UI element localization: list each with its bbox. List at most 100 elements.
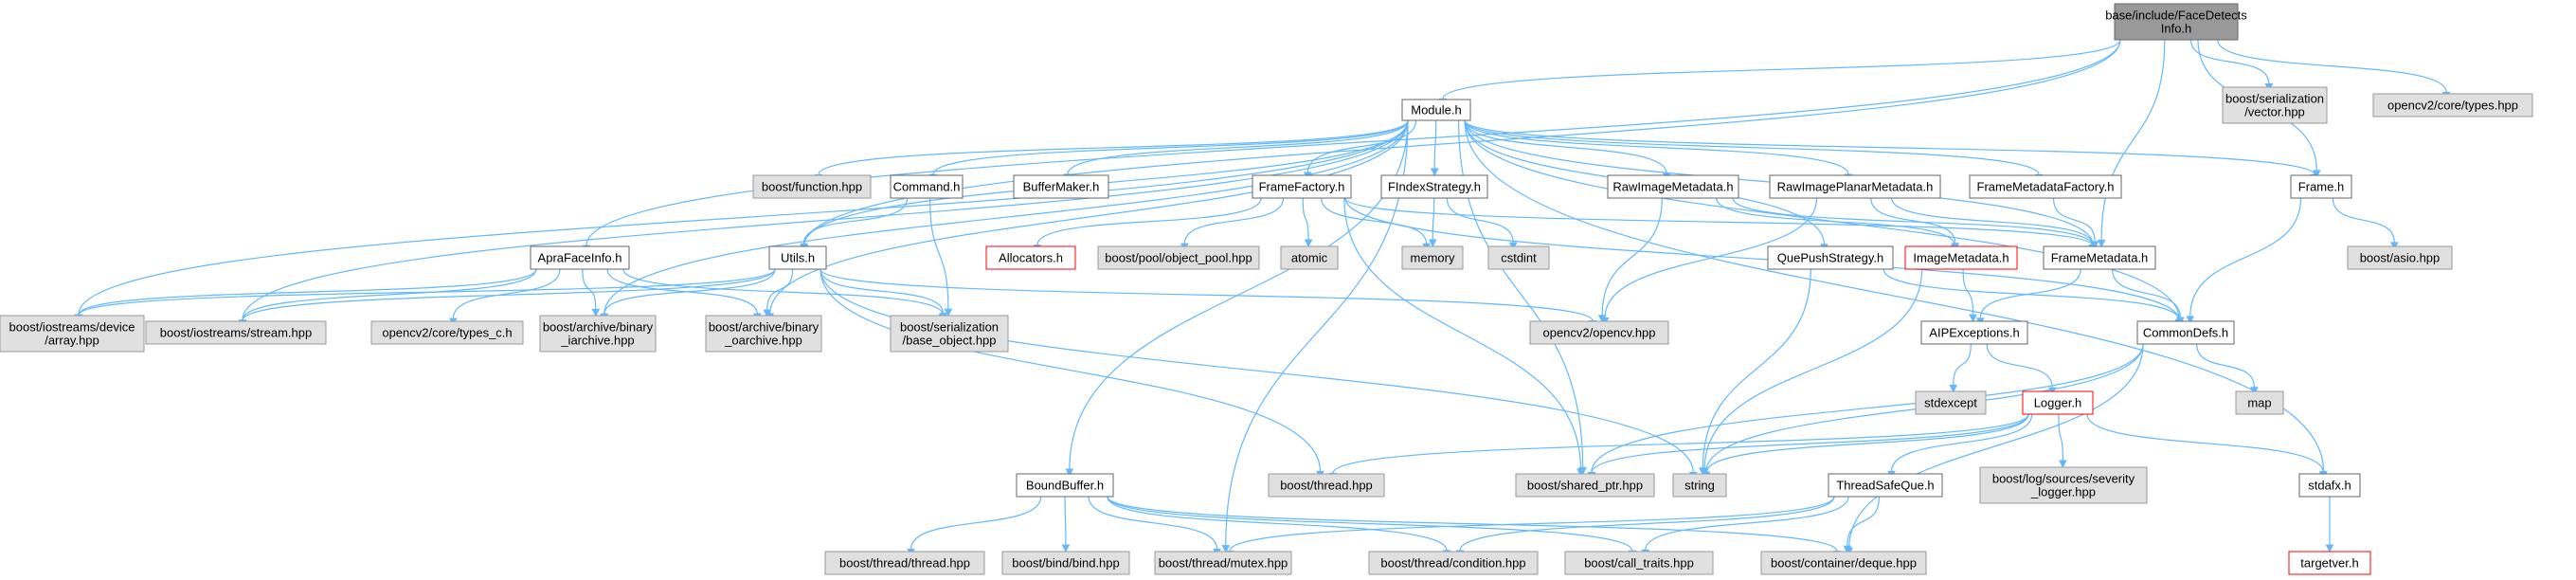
edge-arrowhead — [1221, 545, 1231, 553]
node-boost-mutex: boost/thread/mutex.hpp — [1154, 551, 1292, 575]
edge-arrowhead — [2175, 317, 2185, 326]
edge-frame-to-boost-asio — [2332, 197, 2399, 251]
node-boost-deque: boost/container/deque.hpp — [1760, 551, 1927, 575]
node-box — [2022, 390, 2094, 415]
edge-line — [1036, 197, 1262, 245]
edge-line — [1464, 119, 2315, 175]
node-module[interactable]: Module.h — [1401, 99, 1471, 121]
edge-module-to-boost-shared-ptr — [1457, 119, 1587, 476]
node-command[interactable]: Command.h — [890, 174, 964, 199]
edge-boundbuffer-to-boost-thread-thread — [907, 496, 1042, 557]
node-label: RawImageMetadata.h — [1612, 180, 1733, 194]
node-label: memory — [1411, 251, 1455, 265]
node-label: boost/iostreams/stream.hpp — [160, 326, 312, 340]
node-label: /array.hpp — [45, 334, 99, 348]
edge-line — [1069, 119, 1409, 469]
edge-arrowhead — [2250, 387, 2259, 395]
edge-line — [1703, 268, 1923, 470]
node-framemetadatafactory[interactable]: FrameMetadataFactory.h — [1969, 174, 2122, 199]
node-rawimageplanar[interactable]: RawImagePlanarMetadata.h — [1769, 174, 1941, 199]
edge-line — [2196, 343, 2256, 388]
node-frame[interactable]: Frame.h — [2290, 174, 2352, 199]
node-aipexceptions[interactable]: AIPExceptions.h — [1920, 320, 2028, 345]
edge-utils-to-boost-thread — [820, 268, 1324, 480]
edge-line — [585, 39, 2121, 246]
node-framemetadata[interactable]: FrameMetadata.h — [2043, 245, 2156, 270]
node-box — [2298, 473, 2361, 498]
edge-findexstrategy-to-cstdint — [1446, 197, 1518, 251]
node-boost-condition: boost/thread/condition.hpp — [1368, 551, 1539, 575]
node-box — [1564, 551, 1714, 575]
node-label: FrameMetadataFactory.h — [1977, 180, 2115, 194]
edge-framemetadatafactory-to-framemetadata — [2052, 197, 2099, 250]
edge-line — [1953, 343, 1972, 386]
edge-commondefs-to-map — [2196, 343, 2259, 395]
node-boost-ios-stream: boost/iostreams/stream.hpp — [145, 320, 327, 345]
node-opencv-types-c: opencv2/core/types_c.h — [370, 320, 524, 345]
node-rawimagemetadata[interactable]: RawImageMetadata.h — [1607, 174, 1739, 199]
edge-arrowhead — [1065, 468, 1074, 478]
edge-arrowhead — [944, 308, 953, 317]
node-box — [1401, 245, 1464, 270]
node-label: cstdint — [1501, 251, 1537, 265]
edge-line — [2217, 39, 2447, 93]
node-threadsafeque[interactable]: ThreadSafeQue.h — [1828, 473, 1943, 498]
edge-arrowhead — [1969, 314, 1977, 323]
edge-line — [803, 39, 2121, 245]
edge-line — [1464, 119, 2040, 175]
edge-line — [1344, 197, 2180, 320]
node-label: targetver.h — [2300, 556, 2358, 571]
node-label: opencv2/core/types.hpp — [2387, 99, 2518, 113]
node-boost-thread: boost/thread.hpp — [1268, 473, 1385, 498]
node-buffermaker[interactable]: BufferMaker.h — [1013, 174, 1109, 199]
node-box — [890, 315, 1009, 353]
node-utils[interactable]: Utils.h — [768, 245, 827, 270]
edge-line — [2100, 39, 2166, 241]
node-cstdint: cstdint — [1487, 245, 1550, 270]
edge-arrowhead — [1576, 468, 1585, 477]
node-box — [1368, 551, 1539, 575]
node-label: QuePushStrategy.h — [1777, 251, 1884, 265]
edge-line — [1604, 197, 1818, 318]
node-targetver[interactable]: targetver.h — [2288, 551, 2371, 575]
node-box — [890, 174, 964, 199]
node-box — [1920, 320, 2028, 345]
node-allocators[interactable]: Allocators.h — [985, 245, 1076, 270]
node-quepushstrategy[interactable]: QuePushStrategy.h — [1767, 245, 1894, 270]
node-box — [2114, 3, 2239, 41]
node-commondefs[interactable]: CommonDefs.h — [2136, 320, 2235, 345]
node-opencv-types: opencv2/core/types.hpp — [2372, 93, 2533, 118]
node-label: Command.h — [893, 180, 961, 194]
edge-aprafaceinfo-to-boost-iarchive — [582, 268, 601, 317]
node-findexstrategy[interactable]: FIndexStrategy.h — [1380, 174, 1488, 199]
node-stdafx[interactable]: stdafx.h — [2298, 473, 2361, 498]
node-label: boost/function.hpp — [762, 180, 862, 194]
edge-line — [242, 119, 1409, 320]
edge-imagemetadata-to-string — [1700, 268, 1923, 478]
edge-line — [766, 268, 794, 311]
edge-line — [2189, 197, 2302, 317]
node-box — [1904, 245, 2018, 270]
edge-imagemetadata-to-aipexceptions — [1962, 268, 1977, 323]
node-boost-log: boost/log/sources/severity_logger.hpp — [1979, 466, 2148, 504]
edge-line — [929, 197, 949, 310]
edge-line — [1064, 496, 1067, 546]
edge-line — [1979, 268, 2081, 318]
node-boost-base-object: boost/serialization/base_object.hpp — [890, 315, 1009, 353]
node-boundbuffer[interactable]: BoundBuffer.h — [1016, 473, 1114, 498]
node-label: boost/asio.hpp — [2360, 251, 2441, 265]
node-label: boost/thread/condition.hpp — [1380, 556, 1525, 571]
node-box — [1097, 245, 1260, 270]
node-label: BoundBuffer.h — [1026, 479, 1104, 493]
node-label: stdafx.h — [2308, 479, 2351, 493]
edge-framefactory-to-boost-pool — [1180, 197, 1285, 252]
node-label: ImageMetadata.h — [1913, 251, 2009, 265]
node-boost-bind: boost/bind/bind.hpp — [1001, 551, 1130, 575]
edge-framemetadata-to-commondefs — [2112, 268, 2185, 326]
node-framefactory[interactable]: FrameFactory.h — [1252, 174, 1352, 199]
node-imagemetadata[interactable]: ImageMetadata.h — [1904, 245, 2018, 270]
edge-line — [78, 268, 776, 317]
node-logger[interactable]: Logger.h — [2022, 390, 2094, 415]
node-aprafaceinfo[interactable]: ApraFaceInfo.h — [530, 245, 630, 270]
